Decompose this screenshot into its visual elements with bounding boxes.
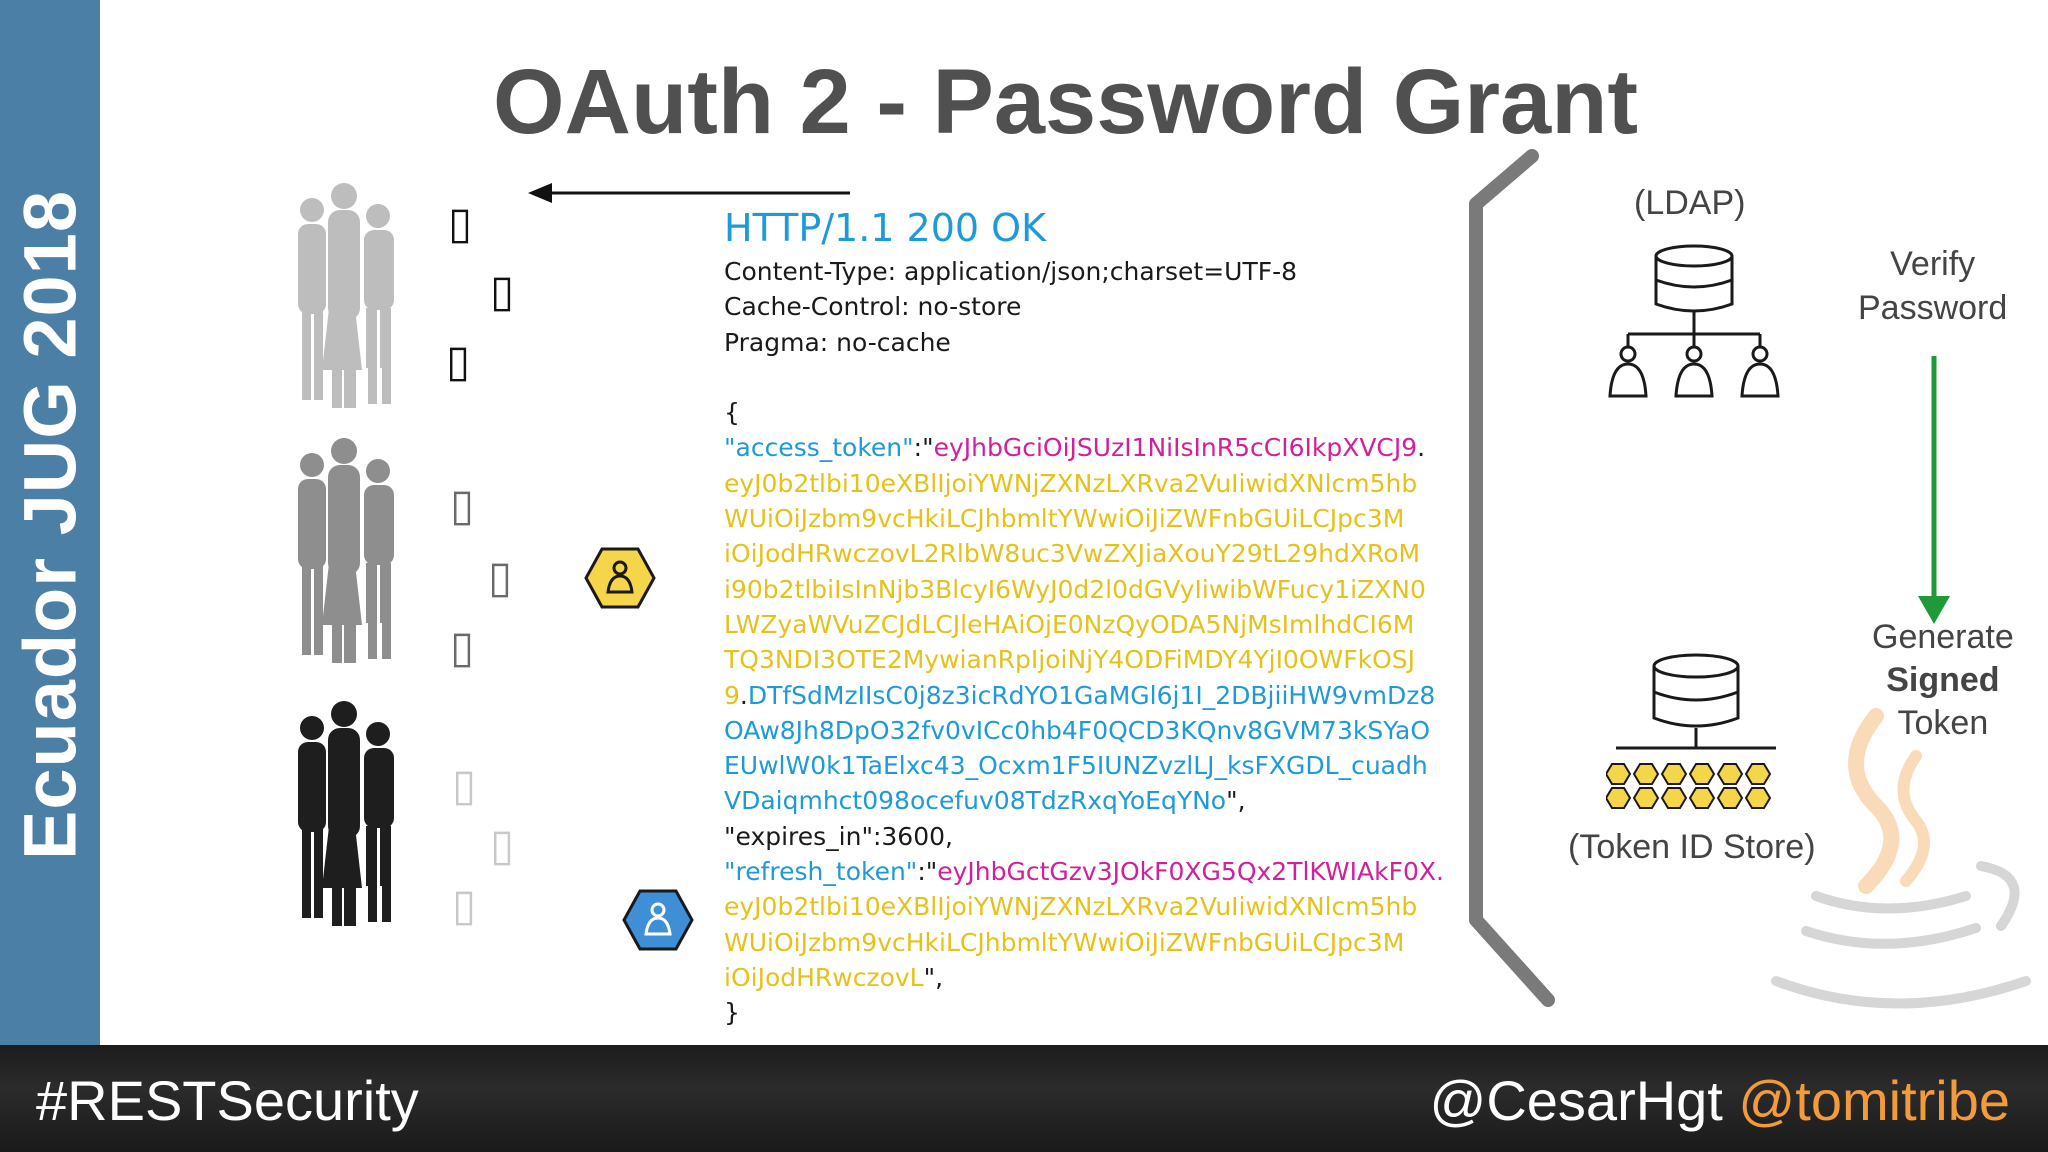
ldap-label: (LDAP) — [1634, 184, 1746, 222]
footer-bar — [0, 1045, 2048, 1152]
user-group-dark — [298, 701, 394, 926]
json-close-brace: } — [724, 998, 740, 1028]
device-icon: ▯ — [448, 198, 473, 249]
java-logo — [1771, 708, 2031, 1009]
json-separator: :" — [917, 857, 938, 887]
company-handle: @tomitribe — [1738, 1069, 2010, 1132]
access-token-signature-end: VDaiqmhct098ocefuv08TdzRxqYoEqYNo — [724, 786, 1227, 816]
server-bracket — [1469, 149, 1555, 1007]
json-open-brace: { — [724, 398, 740, 428]
access-token-signature-start: 9.DTfSdMzIIsC0j8z3icRdYO1GaMGl6j1I_2DBji… — [724, 678, 1444, 713]
access-token-payload-line: TQ3NDI3OTE2MywianRpIjoiNjY4ODFiMDY4YjI0O… — [724, 645, 1416, 675]
access-token-payload-line: i90b2tlbiIsInNjb3BlcyI6WyJ0d2l0dGVyIiwib… — [724, 574, 1426, 604]
refresh-token-payload-line: WUiOiJzbm9vcHkiLCJhbmltYWwiOiJiZWFnbGUiL… — [724, 927, 1405, 957]
expires-in-line: "expires_in":3600, — [724, 821, 953, 851]
access-token-signature-line: EUwlW0k1TaElxc43_Ocxm1F5IUNZvzlLJ_ksFXGD… — [724, 751, 1428, 781]
ldap-directory-icon — [1608, 244, 1780, 398]
refresh-token-header: eyJhbGctGzv3JOkF0XG5Qx2TlKWIAkF0X. — [937, 857, 1444, 887]
token-store-icon — [1606, 653, 1776, 809]
access-token-payload-line: LWZyaWVuZCJdLCJleHAiOjE0NzQyODA5NjMsImlh… — [724, 609, 1415, 639]
access-token-header: eyJhbGciOiJSUzI1NiIsInR5cCI6IkpXVCJ9 — [933, 433, 1418, 463]
access-token-signature-line: OAw8Jh8DpO32fv0vICc0hb4F0QCD3KQnv8GVM73k… — [724, 715, 1431, 745]
jwt-dot: . — [1417, 433, 1426, 463]
device-icon: ▯ — [488, 552, 513, 603]
device-icon: ▯ — [450, 622, 475, 673]
refresh-token-payload-end: iOiJodHRwczovL — [724, 962, 924, 992]
access-token-signature-line: DTfSdMzIIsC0j8z3icRdYO1GaMGl6j1I_2DBjiiH… — [747, 680, 1436, 710]
access-token-payload-line: WUiOiJzbm9vcHkiLCJhbmltYWwiOiJiZWFnbGUiL… — [724, 504, 1405, 534]
json-quote-comma: ", — [923, 962, 944, 992]
device-icon: ▯ — [450, 480, 475, 531]
http-status-line: HTTP/1.1 200 OK — [724, 206, 1046, 250]
access-token-line: "access_token":"eyJhbGciOiJSUzI1NiIsInR5… — [724, 430, 1444, 465]
json-separator: :" — [913, 433, 934, 463]
event-name: Ecuador JUG 2018 — [8, 190, 92, 860]
jwt-dot: . — [739, 680, 748, 710]
json-quote-comma: ", — [1226, 786, 1246, 816]
device-icon: ▯ — [446, 336, 471, 387]
response-header: Pragma: no-cache — [724, 327, 951, 357]
refresh-token-end-line: iOiJodHRwczovL", — [724, 960, 1444, 995]
device-icon: ▯ — [490, 266, 515, 317]
refresh-token-payload-line: eyJ0b2tlbi10eXBlIjoiYWNjZXNzLXRva2VuIiwi… — [724, 892, 1418, 922]
device-icon: ▯ — [452, 760, 477, 811]
refresh-token-line: "refresh_token":"eyJhbGctGzv3JOkF0XG5Qx2… — [724, 854, 1444, 889]
response-header: Cache-Control: no-store — [724, 292, 1022, 322]
device-icon: ▯ — [490, 820, 515, 871]
hashtag: #RESTSecurity — [36, 1069, 419, 1132]
access-token-payload-line: eyJ0b2tlbi10eXBlIjoiYWNjZXNzLXRva2VuIiwi… — [724, 468, 1418, 498]
http-response-block: HTTP/1.1 200 OK Content-Type: application… — [724, 204, 1444, 1031]
response-header: Content-Type: application/json;charset=U… — [724, 257, 1298, 286]
event-sidebar: Ecuador JUG 2018 — [0, 0, 100, 1050]
user-group-medium — [298, 438, 394, 663]
slide-title: OAuth 2 - Password Grant — [493, 51, 1639, 153]
refresh-token-icon — [622, 889, 694, 951]
verify-arrow — [1918, 356, 1950, 624]
response-arrow — [528, 183, 850, 203]
access-token-key: "access_token" — [724, 433, 914, 463]
user-group-light — [298, 183, 394, 408]
access-token-signature-end-line: VDaiqmhct098ocefuv08TdzRxqYoEqYNo", — [724, 783, 1444, 818]
verify-label: Verify Password — [1858, 245, 2008, 327]
device-icon: ▯ — [452, 880, 477, 931]
token-store-label: (Token ID Store) — [1568, 828, 1816, 866]
speaker-handle: @CesarHgt — [1429, 1069, 1723, 1132]
access-token-payload-end: 9 — [724, 680, 740, 710]
speaker-handles: @CesarHgt @tomitribe — [1429, 1068, 2010, 1133]
refresh-token-key: "refresh_token" — [724, 857, 918, 887]
access-token-icon — [584, 547, 656, 609]
access-token-payload-line: iOiJodHRwczovL2RlbW8uc3VwZXJiaXouY29tL29… — [724, 539, 1421, 569]
generate-token-label: Generate Signed Token — [1872, 618, 2014, 742]
